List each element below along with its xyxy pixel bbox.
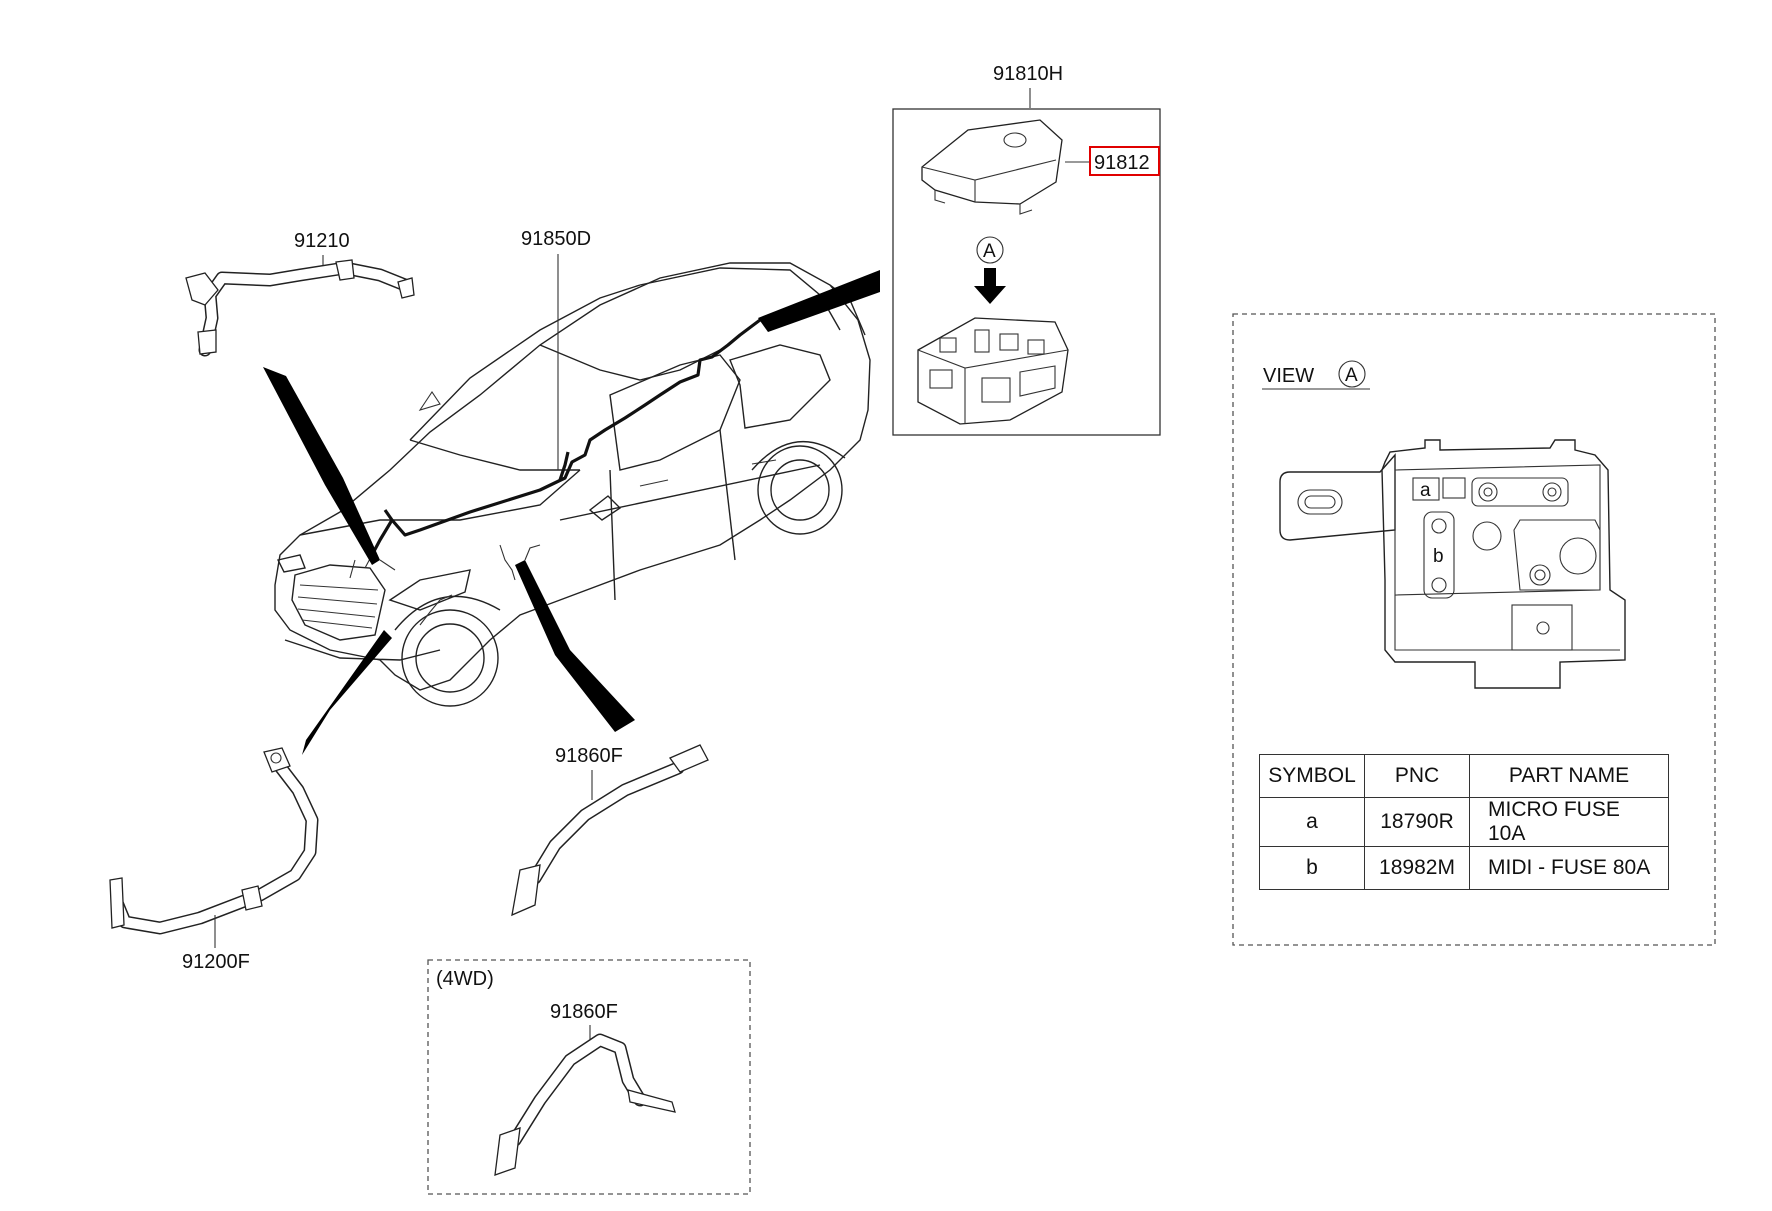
view-a-marker[interactable]: A xyxy=(983,241,996,262)
fuse-box-base[interactable] xyxy=(917,317,1069,425)
header-pnc: PNC xyxy=(1364,754,1470,798)
callout-91860f-4wd[interactable]: 91860F xyxy=(550,1001,618,1023)
leader-ground-cable xyxy=(515,560,635,732)
leader-front-cable xyxy=(302,630,392,755)
callout-91200f[interactable]: 91200F xyxy=(182,951,250,973)
cell-part-name: MICRO FUSE 10A xyxy=(1469,797,1669,847)
parts-table: SYMBOL PNC PART NAME a 18790R MICRO FUSE… xyxy=(1259,754,1669,890)
leader-battery-cable xyxy=(263,367,380,565)
cell-part-name: MIDI - FUSE 80A xyxy=(1469,846,1669,890)
table-header-row: SYMBOL PNC PART NAME xyxy=(1259,754,1669,798)
view-title: VIEW xyxy=(1263,365,1314,387)
harness-route xyxy=(383,318,761,537)
view-marker: A xyxy=(1345,365,1358,386)
battery-cable-91210[interactable]: 91210 xyxy=(185,230,415,357)
table-row: a 18790R MICRO FUSE 10A xyxy=(1259,797,1669,847)
cell-pnc[interactable]: 18982M xyxy=(1364,846,1470,890)
arrow-down-icon xyxy=(974,268,1006,304)
callout-91860f[interactable]: 91860F xyxy=(555,745,623,767)
fuse-b-label: b xyxy=(1433,546,1444,567)
inset-4wd-title: (4WD) xyxy=(436,968,494,990)
callout-91210[interactable]: 91210 xyxy=(294,230,350,252)
callout-91850d[interactable]: 91850D xyxy=(521,228,591,250)
callout-91810h[interactable]: 91810H xyxy=(993,63,1063,85)
cell-symbol: a xyxy=(1259,797,1365,847)
header-part-name: PART NAME xyxy=(1469,754,1669,798)
callout-91812-highlight xyxy=(1089,146,1160,176)
fuse-box-detail: 91810H 91812 A xyxy=(892,63,1161,436)
cell-pnc[interactable]: 18790R xyxy=(1364,797,1470,847)
fuse-box-top-view: a b xyxy=(1279,439,1626,689)
view-a-marker-circle xyxy=(976,236,1004,264)
cell-symbol: b xyxy=(1259,846,1365,890)
fuse-box-cover[interactable] xyxy=(921,119,1063,215)
battery-cable-91200f[interactable]: 91200F xyxy=(109,747,319,973)
fuse-a-label: a xyxy=(1420,480,1431,501)
ground-cable-91860f[interactable]: 91860F xyxy=(511,744,709,917)
header-symbol: SYMBOL xyxy=(1259,754,1365,798)
inset-4wd: (4WD) 91860F xyxy=(427,959,751,1195)
leader-fusebox xyxy=(758,270,880,332)
fuse-box-frame xyxy=(892,108,1161,436)
car-illustration xyxy=(263,262,880,755)
view-a-panel: VIEW A a b xyxy=(1232,313,1716,946)
callout-91812[interactable]: 91812 xyxy=(1094,152,1150,174)
table-row: b 18982M MIDI - FUSE 80A xyxy=(1259,846,1669,890)
